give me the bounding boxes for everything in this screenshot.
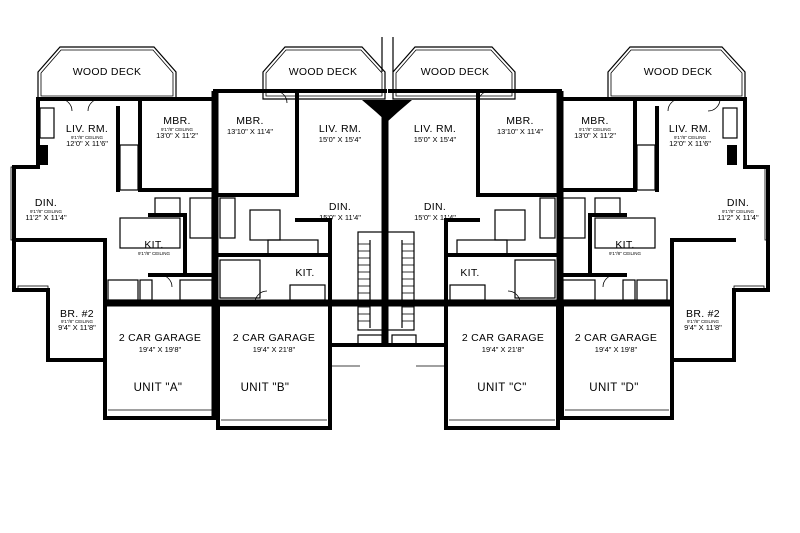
svg-text:15'0" X 11'4": 15'0" X 11'4" xyxy=(414,213,456,222)
svg-text:KIT.: KIT. xyxy=(144,239,163,251)
svg-text:15'0" X 15'4": 15'0" X 15'4" xyxy=(414,135,457,144)
svg-text:UNIT "C": UNIT "C" xyxy=(477,382,527,394)
garage-b: 2 CAR GARAGE 19'4" X 21'8" UNIT "B" xyxy=(216,301,332,430)
svg-text:9'1"/8" CEILING: 9'1"/8" CEILING xyxy=(71,135,104,140)
wood-deck-d: WOOD DECK xyxy=(607,46,746,100)
wood-deck-c: WOOD DECK xyxy=(392,46,516,100)
unit-c-interior xyxy=(444,89,562,305)
svg-text:LIV. RM.: LIV. RM. xyxy=(414,123,456,135)
svg-text:DIN.: DIN. xyxy=(329,201,351,213)
svg-text:19'4" X 19'8": 19'4" X 19'8" xyxy=(595,345,638,354)
svg-text:LIV. RM.: LIV. RM. xyxy=(319,123,361,135)
svg-text:9'1"/8" CEILING: 9'1"/8" CEILING xyxy=(579,127,612,132)
wood-deck-a: WOOD DECK xyxy=(37,46,177,100)
bay-windows xyxy=(10,166,770,291)
svg-text:9'4" X 11'8": 9'4" X 11'8" xyxy=(58,323,96,332)
svg-text:WOOD DECK: WOOD DECK xyxy=(73,66,142,78)
svg-text:KIT.: KIT. xyxy=(295,267,314,279)
door-swings xyxy=(59,90,721,304)
svg-text:MBR.: MBR. xyxy=(163,115,190,127)
svg-text:19'4" X 19'8": 19'4" X 19'8" xyxy=(139,345,182,354)
center-stairs xyxy=(328,231,448,367)
svg-text:WOOD DECK: WOOD DECK xyxy=(289,66,358,78)
svg-text:9'1"/8" CEILING: 9'1"/8" CEILING xyxy=(61,319,94,324)
svg-text:9'1"/8" CEILING: 9'1"/8" CEILING xyxy=(161,127,194,132)
svg-text:MBR.: MBR. xyxy=(581,115,608,127)
svg-text:9'1"/8" CEILING: 9'1"/8" CEILING xyxy=(687,319,720,324)
svg-text:MBR.: MBR. xyxy=(506,115,533,127)
svg-text:DIN.: DIN. xyxy=(35,197,57,209)
svg-text:11'2" X 11'4": 11'2" X 11'4" xyxy=(25,213,67,222)
svg-text:KIT.: KIT. xyxy=(615,239,634,251)
svg-text:2 CAR GARAGE: 2 CAR GARAGE xyxy=(233,332,315,344)
svg-text:13'10" X 11'4": 13'10" X 11'4" xyxy=(227,127,273,136)
svg-text:9'4" X 11'8": 9'4" X 11'8" xyxy=(684,323,722,332)
svg-text:19'4" X 21'8": 19'4" X 21'8" xyxy=(253,345,296,354)
unit-c-labels: LIV. RM. 15'0" X 15'4" MBR. 13'10" X 11'… xyxy=(414,115,544,279)
svg-text:LIV. RM.: LIV. RM. xyxy=(66,123,108,135)
svg-text:BR. #2: BR. #2 xyxy=(60,308,94,320)
svg-text:9'1"/8" CEILING: 9'1"/8" CEILING xyxy=(674,135,707,140)
unit-b-labels: MBR. 13'10" X 11'4" LIV. RM. 15'0" X 15'… xyxy=(227,115,362,279)
svg-text:UNIT "D": UNIT "D" xyxy=(589,382,639,394)
unit-b-interior xyxy=(213,89,332,305)
garage-c: 2 CAR GARAGE 19'4" X 21'8" UNIT "C" xyxy=(444,301,560,430)
svg-text:13'0" X 11'2": 13'0" X 11'2" xyxy=(574,131,616,140)
svg-text:WOOD DECK: WOOD DECK xyxy=(421,66,490,78)
svg-text:UNIT "B": UNIT "B" xyxy=(241,382,290,394)
svg-text:DIN.: DIN. xyxy=(727,197,749,209)
unit-d-labels: MBR. 9'1"/8" CEILING 13'0" X 11'2" LIV. … xyxy=(574,115,759,332)
svg-text:UNIT "A": UNIT "A" xyxy=(134,382,183,394)
svg-text:2 CAR GARAGE: 2 CAR GARAGE xyxy=(575,332,657,344)
svg-text:9'1"/8" CEILING: 9'1"/8" CEILING xyxy=(30,209,63,214)
svg-text:13'0" X 11'2": 13'0" X 11'2" xyxy=(156,131,198,140)
svg-text:WOOD DECK: WOOD DECK xyxy=(644,66,713,78)
garage-d: 2 CAR GARAGE 19'4" X 19'8" UNIT "D" xyxy=(560,301,674,420)
svg-text:LIV. RM.: LIV. RM. xyxy=(669,123,711,135)
svg-text:2 CAR GARAGE: 2 CAR GARAGE xyxy=(119,332,201,344)
unit-d-interior xyxy=(558,97,738,302)
svg-text:11'2" X 11'4": 11'2" X 11'4" xyxy=(717,213,759,222)
svg-text:19'4" X 21'8": 19'4" X 21'8" xyxy=(482,345,525,354)
party-walls xyxy=(105,91,672,420)
svg-text:BR. #2: BR. #2 xyxy=(686,308,720,320)
svg-text:MBR.: MBR. xyxy=(236,115,263,127)
svg-text:12'0" X 11'6": 12'0" X 11'6" xyxy=(66,139,108,148)
svg-text:2 CAR GARAGE: 2 CAR GARAGE xyxy=(462,332,544,344)
svg-text:12'0" X 11'6": 12'0" X 11'6" xyxy=(669,139,711,148)
svg-text:9'1"/8" CEILING: 9'1"/8" CEILING xyxy=(609,251,642,256)
svg-text:9'1"/8" CEILING: 9'1"/8" CEILING xyxy=(138,251,171,256)
garage-a: 2 CAR GARAGE 19'4" X 19'8" UNIT "A" xyxy=(103,301,217,420)
svg-text:13'10" X 11'4": 13'10" X 11'4" xyxy=(497,127,543,136)
svg-text:15'0" X 11'4": 15'0" X 11'4" xyxy=(319,213,361,222)
svg-text:KIT.: KIT. xyxy=(460,267,479,279)
svg-text:DIN.: DIN. xyxy=(424,201,446,213)
wood-deck-b: WOOD DECK xyxy=(262,46,386,100)
svg-text:9'1"/8" CEILING: 9'1"/8" CEILING xyxy=(722,209,755,214)
unit-a-labels: LIV. RM. 9'1"/8" CEILING 12'0" X 11'6" M… xyxy=(25,115,198,332)
svg-text:15'0" X 15'4": 15'0" X 15'4" xyxy=(319,135,362,144)
